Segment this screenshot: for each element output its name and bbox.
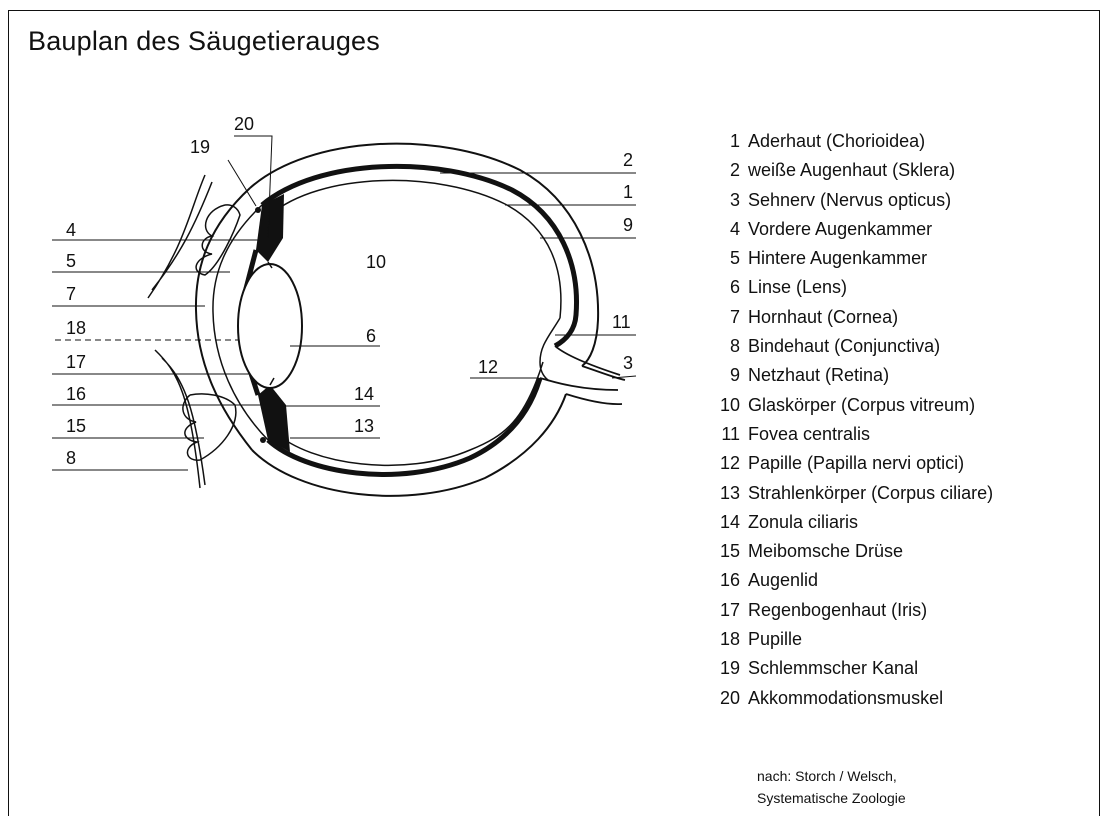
legend-item: 15 Meibomsche Drüse — [714, 537, 993, 566]
retina-line-lower — [275, 362, 543, 465]
legend-item: 10 Glaskörper (Corpus vitreum) — [714, 391, 993, 420]
legend-number: 16 — [714, 566, 740, 595]
legend-item: 1 Aderhaut (Chorioidea) — [714, 127, 993, 156]
legend-number: 12 — [714, 449, 740, 478]
legend-item: 2 weiße Augenhaut (Sklera) — [714, 156, 993, 185]
legend-label: Aderhaut (Chorioidea) — [748, 127, 925, 156]
legend-number: 3 — [714, 186, 740, 215]
ciliary-body-upper — [256, 194, 284, 262]
diagram-label-20: 20 — [234, 114, 254, 134]
legend-label: Papille (Papilla nervi optici) — [748, 449, 964, 478]
diagram-label-2: 2 — [623, 150, 633, 170]
legend-item: 8 Bindehaut (Conjunctiva) — [714, 332, 993, 361]
legend-label: Fovea centralis — [748, 420, 870, 449]
legend-item: 19 Schlemmscher Kanal — [714, 654, 993, 683]
schlemm-canal-lower — [260, 437, 266, 443]
diagram-label-13: 13 — [354, 416, 374, 436]
legend-label: Sehnerv (Nervus opticus) — [748, 186, 951, 215]
legend-item: 11 Fovea centralis — [714, 420, 993, 449]
optic-disc — [540, 318, 560, 380]
legend-item: 20 Akkommodationsmuskel — [714, 684, 993, 713]
legend-label: weiße Augenhaut (Sklera) — [748, 156, 955, 185]
choroid-layer-lower — [268, 378, 540, 474]
schlemm-canal-upper — [255, 207, 261, 213]
legend-label: Linse (Lens) — [748, 273, 847, 302]
legend-label: Meibomsche Drüse — [748, 537, 903, 566]
diagram-label-5: 5 — [66, 251, 76, 271]
diagram-label-10: 10 — [366, 252, 386, 272]
legend-number: 17 — [714, 596, 740, 625]
legend-number: 10 — [714, 391, 740, 420]
legend-item: 12 Papille (Papilla nervi optici) — [714, 449, 993, 478]
legend-label: Schlemmscher Kanal — [748, 654, 918, 683]
legend-label: Strahlenkörper (Corpus ciliare) — [748, 479, 993, 508]
diagram-label-8: 8 — [66, 448, 76, 468]
source-line-2: Systematische Zoologie — [757, 787, 906, 809]
legend-label: Pupille — [748, 625, 802, 654]
diagram-label-17: 17 — [66, 352, 86, 372]
legend-label: Hornhaut (Cornea) — [748, 303, 898, 332]
legend-number: 1 — [714, 127, 740, 156]
legend-label: Netzhaut (Retina) — [748, 361, 889, 390]
legend-number: 7 — [714, 303, 740, 332]
legend: 1 Aderhaut (Chorioidea) 2 weiße Augenhaut … — [714, 127, 993, 713]
diagram-label-4: 4 — [66, 220, 76, 240]
legend-label: Glaskörper (Corpus vitreum) — [748, 391, 975, 420]
legend-label: Zonula ciliaris — [748, 508, 858, 537]
leader-lines — [52, 136, 636, 470]
diagram-label-14: 14 — [354, 384, 374, 404]
legend-item: 14 Zonula ciliaris — [714, 508, 993, 537]
legend-item: 17 Regenbogenhaut (Iris) — [714, 596, 993, 625]
eyelid-upper — [148, 175, 212, 298]
diagram-label-7: 7 — [66, 284, 76, 304]
legend-number: 19 — [714, 654, 740, 683]
diagram-label-19: 19 — [190, 137, 210, 157]
legend-label: Vordere Augenkammer — [748, 215, 932, 244]
legend-number: 9 — [714, 361, 740, 390]
source-citation: nach: Storch / Welsch, Systematische Zoo… — [757, 765, 906, 809]
legend-item: 3 Sehnerv (Nervus opticus) — [714, 186, 993, 215]
legend-number: 13 — [714, 479, 740, 508]
diagram-label-15: 15 — [66, 416, 86, 436]
legend-item: 5 Hintere Augenkammer — [714, 244, 993, 273]
legend-number: 18 — [714, 625, 740, 654]
diagram-label-9: 9 — [623, 215, 633, 235]
legend-label: Regenbogenhaut (Iris) — [748, 596, 927, 625]
source-line-1: nach: Storch / Welsch, — [757, 765, 906, 787]
diagram-label-18: 18 — [66, 318, 86, 338]
legend-number: 15 — [714, 537, 740, 566]
legend-number: 4 — [714, 215, 740, 244]
legend-item: 18 Pupille — [714, 625, 993, 654]
legend-item: 6 Linse (Lens) — [714, 273, 993, 302]
legend-label: Bindehaut (Conjunctiva) — [748, 332, 940, 361]
legend-number: 2 — [714, 156, 740, 185]
diagram-label-12: 12 — [478, 357, 498, 377]
legend-item: 13 Strahlenkörper (Corpus ciliare) — [714, 479, 993, 508]
legend-number: 20 — [714, 684, 740, 713]
diagram-label-16: 16 — [66, 384, 86, 404]
legend-item: 9 Netzhaut (Retina) — [714, 361, 993, 390]
legend-label: Akkommodationsmuskel — [748, 684, 943, 713]
diagram-label-6: 6 — [366, 326, 376, 346]
diagram-label-3: 3 — [623, 353, 633, 373]
legend-item: 7 Hornhaut (Cornea) — [714, 303, 993, 332]
legend-number: 8 — [714, 332, 740, 361]
legend-item: 4 Vordere Augenkammer — [714, 215, 993, 244]
legend-number: 11 — [714, 420, 740, 449]
optic-nerve — [540, 346, 625, 404]
legend-label: Hintere Augenkammer — [748, 244, 927, 273]
eye-diagram: 20 19 4 5 7 18 17 16 15 8 10 6 14 13 12 … — [0, 0, 700, 560]
legend-number: 6 — [714, 273, 740, 302]
sclera-outline-lower — [252, 394, 566, 496]
legend-label: Augenlid — [748, 566, 818, 595]
legend-number: 14 — [714, 508, 740, 537]
legend-item: 16 Augenlid — [714, 566, 993, 595]
lens — [238, 264, 302, 388]
eyelid-lower — [155, 350, 205, 488]
diagram-label-1: 1 — [623, 182, 633, 202]
retina-line — [270, 180, 561, 318]
legend-number: 5 — [714, 244, 740, 273]
diagram-label-11: 11 — [612, 312, 631, 332]
